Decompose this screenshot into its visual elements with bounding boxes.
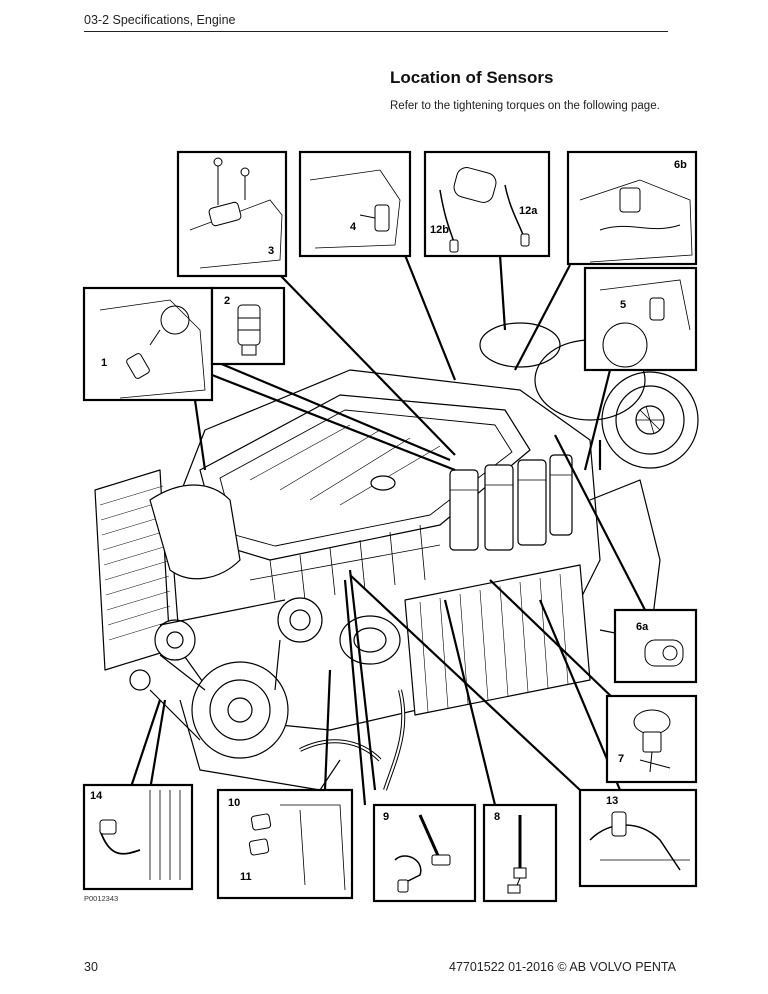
page-subtitle: Refer to the tightening torques on the f… [390,100,660,112]
callout-9: 9 [383,811,389,823]
engine-illustration [94,322,699,791]
callout-8: 8 [494,811,500,823]
callout-12a: 12a [519,205,538,217]
callout-3: 3 [268,245,274,257]
callout-5: 5 [620,299,626,311]
callout-14: 14 [90,790,103,802]
document-reference: 47701522 01-2016 © AB VOLVO PENTA [449,960,676,974]
callout-box-12 [423,150,551,258]
page-title: Location of Sensors [390,68,554,87]
callout-box-10-11 [216,788,354,900]
callout-12b: 12b [430,224,449,236]
callout-box-9 [372,803,477,903]
callout-6a: 6a [636,621,649,633]
callout-box-13 [578,788,698,888]
callout-7: 7 [618,753,624,765]
callout-1: 1 [101,357,107,369]
callout-numbers: 1 2 3 4 5 6a 6b 7 8 9 10 11 12a 12b 13 1… [90,159,687,883]
callout-box-4 [298,150,412,258]
callout-details [99,157,693,894]
callout-2: 2 [224,295,230,307]
callout-4: 4 [350,221,357,233]
callout-11: 11 [240,871,252,883]
callout-6b: 6b [674,159,687,171]
callout-13: 13 [606,795,618,807]
leader-lines [128,254,646,806]
callout-10: 10 [228,797,240,809]
callout-box-5 [583,266,698,372]
section-header: 03-2 Specifications, Engine [84,13,236,27]
page-number: 30 [84,960,98,974]
callout-box-1 [82,286,214,402]
figure-code: P0012343 [84,894,119,903]
header-rule [84,31,668,32]
